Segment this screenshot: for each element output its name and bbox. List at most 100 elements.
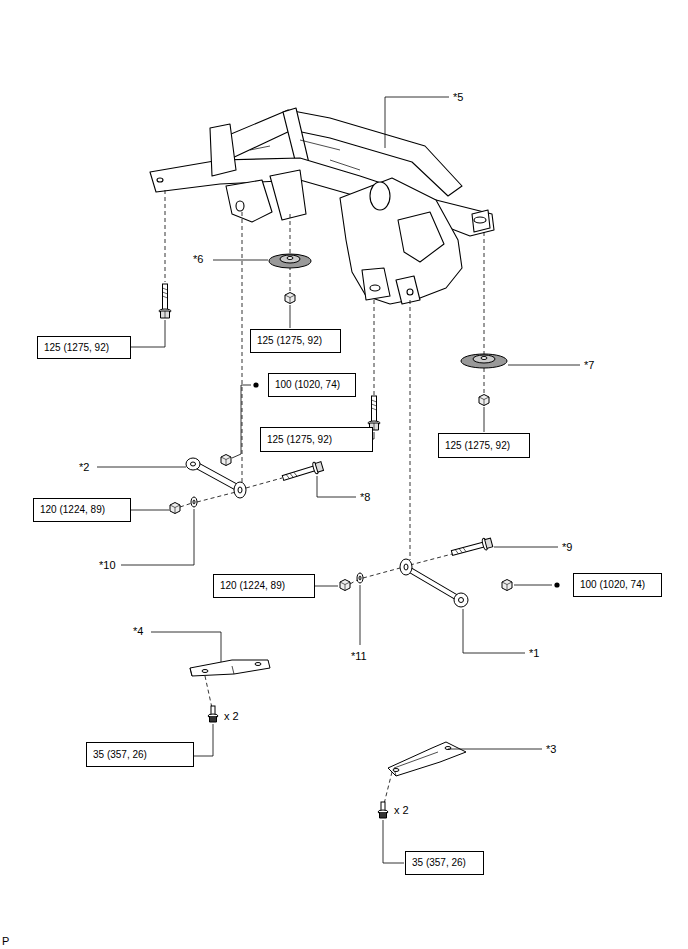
torque-value: 120 (1224, 89) [220,580,285,592]
dashed-line [290,266,291,292]
callout-number: *3 [545,743,557,756]
torque-box: 35 (357, 26) [405,851,484,875]
torque-box: 120 (1224, 89) [33,498,131,522]
suspension-arm [234,482,246,498]
leader-line [151,632,221,662]
leader-line [448,749,542,750]
leader-line [131,510,169,511]
suspension-member [474,217,486,223]
torque-value: 125 (1275, 92) [267,434,332,446]
fastener [378,802,388,818]
dashed-line [165,190,166,282]
suspension-arm [404,564,408,570]
leader-line [194,724,213,756]
fastener [191,497,197,507]
suspension-member [150,108,494,304]
callout-number: *8 [359,491,371,504]
torque-box: 100 (1020, 74) [268,373,356,397]
fastener [285,293,295,304]
suspension-arm [459,598,464,603]
leader-line [360,585,361,645]
fastener [221,455,231,466]
suspension-member [407,289,413,295]
bracket [202,670,208,673]
suspension-arm [238,487,242,493]
fastener [281,460,324,483]
suspension-member [370,285,380,291]
suspension-member [472,210,490,232]
page-mark: P [1,935,10,948]
callout-number: *11 [350,650,368,663]
washer [461,354,507,368]
bracket [190,660,466,776]
suspension-arm [196,465,238,488]
torque-box: 125 (1275, 92) [260,427,373,452]
fastener [170,503,180,514]
torque-value: 100 (1020, 74) [275,379,340,391]
dashed-line [410,300,411,560]
fastener [450,537,493,559]
callout-number: *5 [452,91,464,104]
suspension-member [398,212,444,262]
dashed-line [205,676,212,708]
leader-line [383,820,404,863]
leader-line [385,97,449,148]
torque-value: 125 (1275, 92) [257,335,322,347]
bracket [388,742,466,776]
fastener [159,284,171,318]
fastener [479,395,489,406]
bracket [190,666,234,676]
bullet-symbol [554,582,559,587]
torque-value: 100 (1020, 74) [580,579,645,591]
suspension-member [226,180,272,222]
torque-box: 125 (1275, 92) [37,336,131,359]
bullet-symbol [253,382,559,587]
suspension-arm [410,570,456,597]
torque-value: 120 (1224, 89) [40,504,105,516]
suspension-member [370,182,390,210]
suspension-arm [400,559,412,575]
leader-line [373,432,374,439]
leader-line [290,305,291,328]
suspension-arm [410,570,456,597]
leader-line [514,585,552,586]
suspension-arm [186,458,200,470]
dashed-line [165,190,484,804]
dashed-line [374,300,375,396]
dashed-line [290,214,291,254]
washer [473,355,495,363]
bracket [190,660,270,676]
fastener [368,396,380,430]
bracket [255,663,261,666]
fastener [357,573,363,583]
washer [481,357,487,360]
leader-line [131,320,165,347]
leader-line [317,476,356,497]
suspension-member [396,276,420,304]
callout-number: x 2 [223,710,240,723]
dashed-line [242,212,243,484]
callout-number: *7 [583,359,595,372]
torque-value: 125 (1275, 92) [445,440,510,452]
suspension-member [250,140,360,170]
leader-line [494,547,558,548]
torque-box: 35 (357, 26) [86,742,194,767]
suspension-member [270,170,306,220]
suspension-member [236,201,244,211]
bracket [394,752,438,776]
leader-line [97,467,186,468]
bracket [393,769,399,772]
torque-value: 35 (357, 26) [412,857,466,869]
dashed-line [484,368,485,396]
leader-line [121,509,194,565]
fastener [340,580,350,591]
suspension-arm [191,462,196,466]
torque-value: 125 (1275, 92) [44,342,109,354]
torque-box: 125 (1275, 92) [438,433,530,458]
suspension-arm [454,593,468,607]
callout-number: *6 [192,253,204,266]
torque-box: 120 (1224, 89) [213,574,315,598]
dashed-line [484,232,485,354]
suspension-arm [196,465,238,488]
